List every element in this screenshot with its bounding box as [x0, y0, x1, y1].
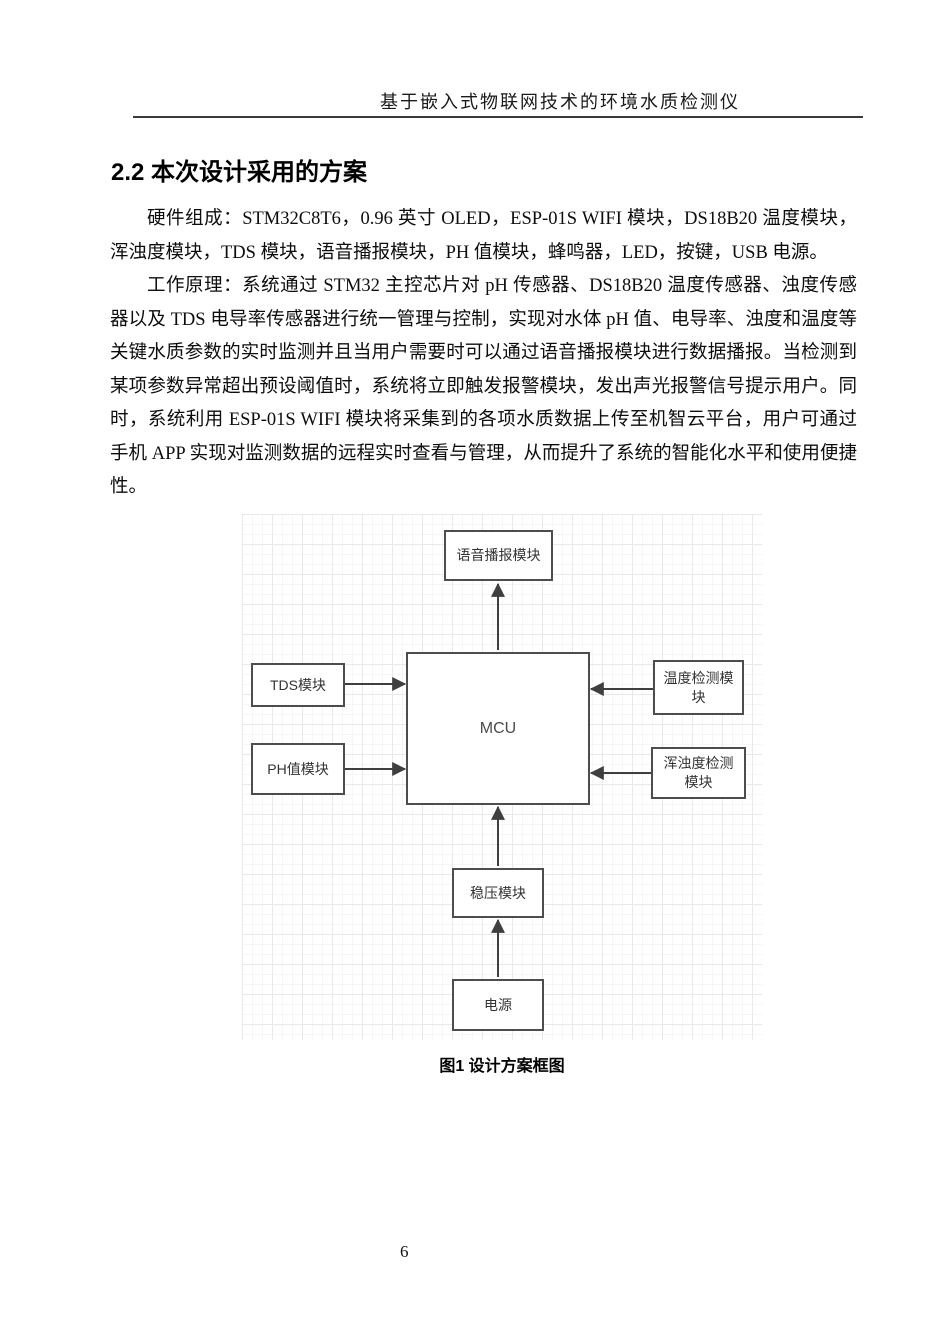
node-turbidity-detection-module: 浑浊度检测模块: [651, 747, 746, 799]
node-ph-module: PH值模块: [251, 743, 345, 795]
paragraph-hardware: 硬件组成：STM32C8T6，0.96 英寸 OLED，ESP-01S WIFI…: [110, 209, 857, 263]
header-rule: [133, 116, 863, 118]
node-temperature-detection-module: 温度检测模块: [653, 660, 744, 715]
node-power-supply: 电源: [452, 979, 544, 1031]
node-mcu: MCU: [406, 652, 590, 805]
node-voice-broadcast-module: 语音播报模块: [444, 530, 553, 581]
figure-caption: 图1 设计方案框图: [439, 1058, 565, 1075]
page-number: 6: [400, 1242, 409, 1261]
body-text: 硬件组成：STM32C8T6，0.96 英寸 OLED，ESP-01S WIFI…: [110, 203, 857, 505]
running-header-title: 基于嵌入式物联网技术的环境水质检测仪: [380, 92, 740, 112]
paragraph-working-principle: 工作原理：系统通过 STM32 主控芯片对 pH 传感器、DS18B20 温度传…: [110, 276, 857, 497]
node-tds-module: TDS模块: [251, 663, 345, 707]
node-voltage-regulator-module: 稳压模块: [452, 868, 544, 918]
section-heading: 2.2 本次设计采用的方案: [111, 159, 368, 186]
block-diagram-canvas: 语音播报模块 TDS模块 MCU PH值模块 温度检测模块 浑浊度检测模块 稳压…: [242, 514, 762, 1040]
